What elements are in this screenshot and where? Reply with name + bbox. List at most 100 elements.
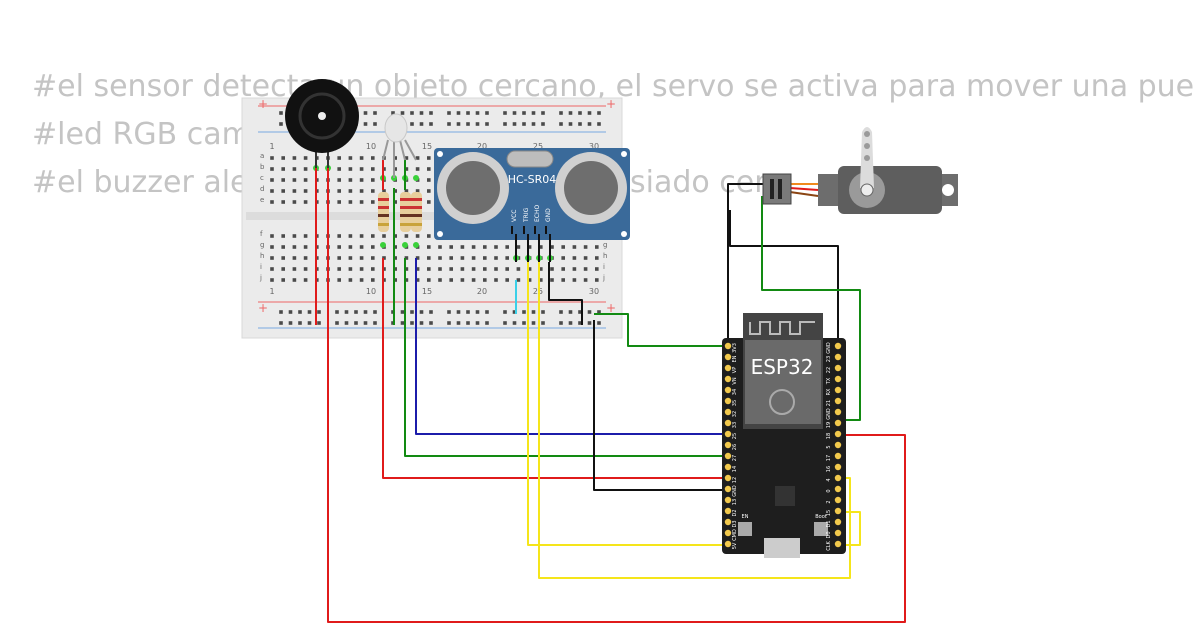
breadboard-hole[interactable]: [527, 245, 532, 249]
esp32-pin[interactable]: [724, 386, 732, 394]
breadboard-hole[interactable]: [485, 321, 489, 325]
breadboard-hole[interactable]: [503, 111, 507, 115]
breadboard-hole[interactable]: [427, 167, 431, 171]
breadboard-hole[interactable]: [578, 111, 582, 115]
wire-black-gnd-esp[interactable]: [593, 320, 728, 491]
esp32-pin[interactable]: [834, 430, 842, 438]
breadboard-hole[interactable]: [583, 256, 588, 260]
breadboard-hole[interactable]: [371, 278, 375, 282]
breadboard-hole[interactable]: [415, 256, 420, 260]
breadboard-hole[interactable]: [270, 278, 274, 282]
breadboard-hole[interactable]: [410, 122, 414, 126]
breadboard-hole[interactable]: [359, 156, 364, 160]
breadboard-hole[interactable]: [494, 267, 498, 271]
breadboard-hole[interactable]: [307, 310, 312, 314]
breadboard-hole[interactable]: [292, 256, 297, 260]
usb-port[interactable]: [764, 538, 800, 558]
breadboard-hole[interactable]: [303, 200, 308, 204]
breadboard-hole[interactable]: [404, 167, 409, 171]
servo-motor[interactable]: [762, 127, 958, 214]
wire-black-sensor-gnd[interactable]: [548, 262, 583, 325]
breadboard-hole[interactable]: [541, 321, 545, 325]
esp32-pin[interactable]: [724, 408, 732, 416]
breadboard-hole[interactable]: [583, 245, 588, 249]
breadboard-hole[interactable]: [561, 245, 565, 249]
breadboard-hole[interactable]: [466, 122, 470, 126]
breadboard-hole[interactable]: [456, 122, 461, 126]
esp32-board[interactable]: ESP32 EN Boot 3V3ENVPVN34353233252627141…: [722, 313, 846, 558]
breadboard-hole[interactable]: [363, 122, 368, 126]
breadboard-hole[interactable]: [419, 122, 424, 126]
breadboard-hole[interactable]: [391, 111, 395, 115]
breadboard-hole[interactable]: [404, 189, 409, 193]
breadboard-hole[interactable]: [505, 267, 509, 271]
breadboard-hole[interactable]: [429, 321, 433, 325]
en-button[interactable]: [738, 522, 752, 536]
breadboard-hole[interactable]: [292, 156, 297, 160]
esp32-left-pins[interactable]: 3V3ENVPVN343532332526271412GND13D2D3CMD5…: [724, 342, 738, 550]
breadboard-hole[interactable]: [550, 278, 554, 282]
breadboard-hole[interactable]: [393, 189, 397, 193]
breadboard-hole[interactable]: [279, 111, 283, 115]
breadboard-hole[interactable]: [410, 310, 414, 314]
breadboard-hole[interactable]: [307, 321, 312, 325]
breadboard-hole[interactable]: [460, 278, 465, 282]
breadboard-hole[interactable]: [354, 321, 358, 325]
breadboard-hole[interactable]: [578, 310, 582, 314]
breadboard-hole[interactable]: [303, 234, 308, 238]
breadboard-hole[interactable]: [337, 278, 341, 282]
breadboard-hole[interactable]: [348, 189, 353, 193]
breadboard-hole[interactable]: [348, 200, 353, 204]
breadboard-hole[interactable]: [516, 267, 521, 271]
wire-yellow-trig[interactable]: [527, 262, 861, 546]
breadboard-hole[interactable]: [531, 321, 536, 325]
wire-green-servo-signal[interactable]: [761, 196, 861, 421]
breadboard-hole[interactable]: [281, 256, 285, 260]
breadboard-hole[interactable]: [512, 111, 517, 115]
breadboard-hole[interactable]: [597, 122, 601, 126]
breadboard-hole[interactable]: [270, 245, 274, 249]
breadboard-hole[interactable]: [466, 321, 470, 325]
breadboard-hole[interactable]: [371, 200, 375, 204]
breadboard-hole[interactable]: [359, 178, 364, 182]
breadboard-hole[interactable]: [415, 189, 420, 193]
boot-button[interactable]: [814, 522, 828, 536]
esp32-pin[interactable]: [724, 419, 732, 427]
breadboard-hole[interactable]: [541, 310, 545, 314]
breadboard-hole[interactable]: [483, 278, 487, 282]
breadboard-hole[interactable]: [270, 200, 274, 204]
breadboard-hole[interactable]: [429, 310, 433, 314]
esp32-pin[interactable]: [724, 529, 732, 537]
breadboard-hole[interactable]: [568, 321, 573, 325]
breadboard-hole[interactable]: [292, 278, 297, 282]
breadboard-hole[interactable]: [393, 234, 397, 238]
breadboard-hole[interactable]: [595, 278, 599, 282]
breadboard-hole[interactable]: [303, 245, 308, 249]
breadboard-hole[interactable]: [527, 278, 532, 282]
breadboard-hole[interactable]: [348, 156, 353, 160]
breadboard-hole[interactable]: [427, 189, 431, 193]
breadboard-hole[interactable]: [572, 278, 577, 282]
breadboard-hole[interactable]: [494, 278, 498, 282]
breadboard-hole[interactable]: [460, 256, 465, 260]
breadboard-hole[interactable]: [270, 178, 274, 182]
breadboard-hole[interactable]: [373, 310, 377, 314]
breadboard-hole[interactable]: [427, 234, 431, 238]
esp32-pin[interactable]: [834, 474, 842, 482]
breadboard-hole[interactable]: [354, 310, 358, 314]
breadboard-hole[interactable]: [270, 156, 274, 160]
esp32-pin[interactable]: [834, 386, 842, 394]
breadboard-hole[interactable]: [539, 278, 543, 282]
breadboard-hole[interactable]: [503, 321, 507, 325]
breadboard-hole[interactable]: [475, 310, 480, 314]
breadboard-hole[interactable]: [348, 234, 353, 238]
breadboard-hole[interactable]: [337, 156, 341, 160]
breadboard-hole[interactable]: [393, 167, 397, 171]
breadboard-hole[interactable]: [270, 234, 274, 238]
breadboard-hole[interactable]: [303, 278, 308, 282]
breadboard-hole[interactable]: [561, 256, 565, 260]
breadboard-hole[interactable]: [597, 310, 601, 314]
breadboard-hole[interactable]: [527, 267, 532, 271]
breadboard-hole[interactable]: [485, 122, 489, 126]
esp32-pin[interactable]: [724, 474, 732, 482]
